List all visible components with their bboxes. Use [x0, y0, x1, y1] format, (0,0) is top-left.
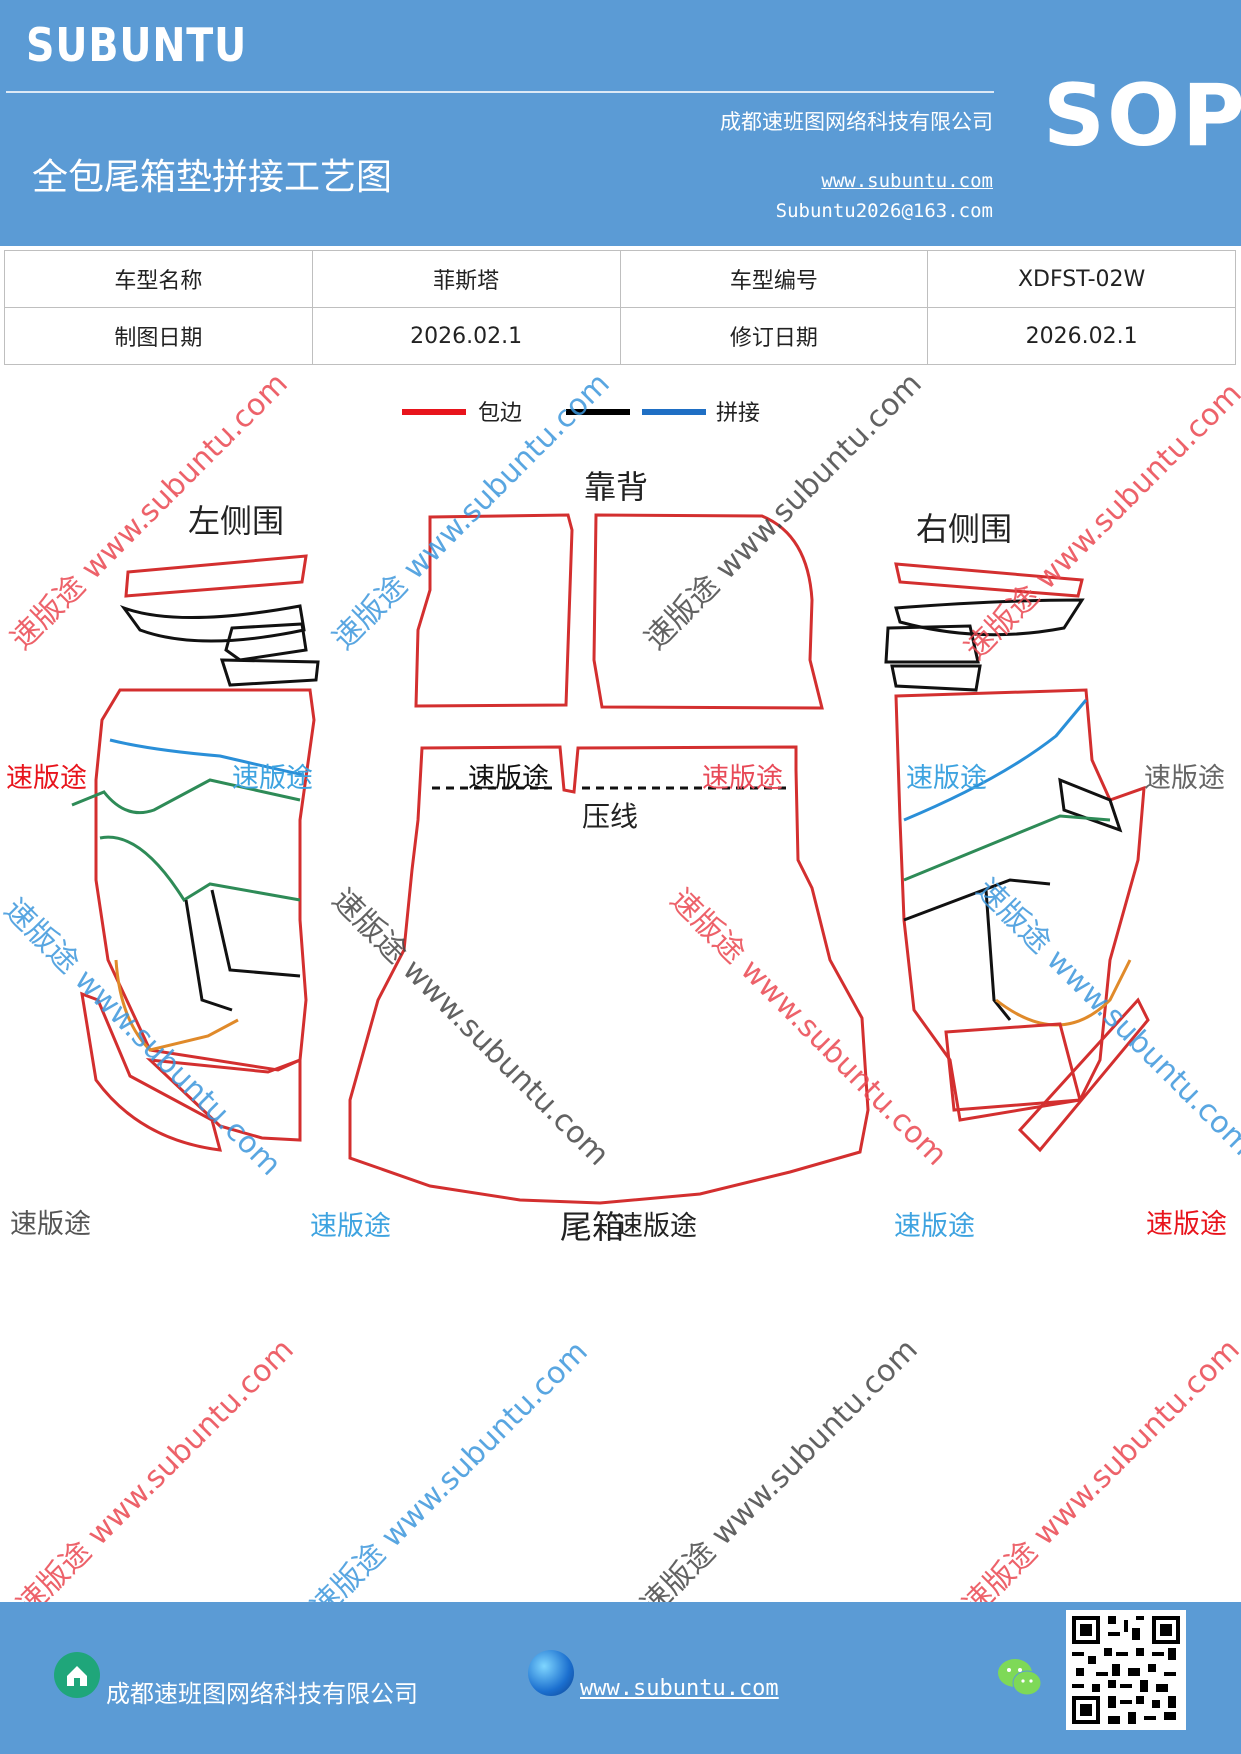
left-bottom-piece [145, 1057, 302, 1142]
press-line-label: 压线 [582, 800, 638, 833]
right-bottom-piece [944, 1022, 1082, 1112]
home-icon [54, 1652, 100, 1698]
revision-date-value: 2026.02.1 [927, 307, 1236, 365]
left-black-2 [210, 889, 301, 978]
watermark: 速版途 www.subuntu.com [304, 1334, 595, 1625]
left-splice-1 [109, 738, 305, 777]
vehicle-info-table: 车型名称 菲斯塔 车型编号 XDFST-02W 制图日期 2026.02.1 修… [4, 250, 1236, 365]
document-title: 全包尾箱垫拼接工艺图 [32, 157, 393, 198]
left-bottom-strip [80, 991, 223, 1152]
back-label: 靠背 [584, 468, 648, 506]
left-orange-1 [114, 959, 239, 1052]
right-bottom-strip [1017, 997, 1150, 1153]
right-side-pieces [884, 562, 1150, 1153]
right-strip-1 [894, 562, 1084, 598]
left-green-1 [71, 778, 301, 815]
legend-label-splice: 拼接 [716, 401, 760, 426]
model-name-label: 车型名称 [4, 250, 313, 308]
model-code-value: XDFST-02W [927, 250, 1236, 308]
right-piece-5 [1058, 777, 1123, 833]
table-row: 车型名称 菲斯塔 车型编号 XDFST-02W [4, 250, 1236, 308]
left-black-1 [184, 899, 233, 1012]
watermark: 速版途 www.subuntu.com [956, 1332, 1241, 1623]
wechat-icon [998, 1659, 1042, 1696]
right-black-1 [903, 878, 1051, 922]
watermark: 速版途 www.subuntu.com [634, 1332, 925, 1623]
footer-company-name: 成都速班图网络科技有限公司 [106, 1680, 418, 1708]
left-strip-1 [124, 554, 308, 598]
left-piece-4 [219, 658, 320, 687]
backrest-right-piece [592, 513, 824, 710]
left-strip-2 [119, 604, 306, 643]
company-name: 成都速班图网络科技有限公司 [720, 110, 993, 134]
globe-icon [528, 1650, 574, 1696]
qr-code[interactable] [1066, 1610, 1186, 1730]
header-divider [6, 91, 994, 93]
trunk-label: 尾箱 [560, 1208, 624, 1246]
left-green-2 [99, 835, 301, 903]
left-side-label: 左侧围 [188, 502, 284, 540]
splice-diagram: 包边 拼接 左侧围 靠背 右侧围 压线 尾箱 [71, 401, 1150, 1246]
draw-date-label: 制图日期 [4, 307, 313, 365]
left-main-outline [94, 688, 316, 1072]
footer-website-link[interactable]: www.subuntu.com [580, 1676, 779, 1701]
legend: 包边 拼接 [402, 401, 760, 426]
right-black-2 [984, 889, 1012, 1021]
right-side-label: 右侧围 [916, 510, 1012, 548]
backrest-left-piece [414, 513, 574, 708]
draw-date-value: 2026.02.1 [311, 307, 621, 365]
right-piece-3 [884, 624, 980, 664]
legend-label-edge: 包边 [478, 401, 522, 426]
footer-banner: 成都速班图网络科技有限公司 www.subuntu.com [0, 1602, 1241, 1754]
email-address: Subuntu2026@163.com [775, 200, 993, 222]
revision-date-label: 修订日期 [619, 307, 929, 365]
watermark: 速版途 www.subuntu.com [10, 1332, 301, 1623]
left-piece-3 [224, 622, 308, 662]
brand-logo: SUBUNTU [26, 18, 248, 72]
left-side-pieces [71, 554, 320, 1152]
right-strip-2 [894, 598, 1085, 637]
table-row: 制图日期 2026.02.1 修订日期 2026.02.1 [4, 307, 1236, 365]
right-splice-1 [903, 699, 1088, 822]
right-green-1 [903, 814, 1111, 882]
right-main-outline [894, 688, 1146, 1122]
model-name-value: 菲斯塔 [311, 250, 621, 308]
trunk-floor-piece [348, 745, 870, 1205]
sop-label: SOP [1043, 66, 1241, 166]
header-banner: SUBUNTU SOP 成都速班图网络科技有限公司 全包尾箱垫拼接工艺图 www… [0, 0, 1241, 246]
model-code-label: 车型编号 [619, 250, 929, 308]
right-piece-4 [890, 664, 982, 692]
website-link[interactable]: www.subuntu.com [821, 170, 993, 192]
